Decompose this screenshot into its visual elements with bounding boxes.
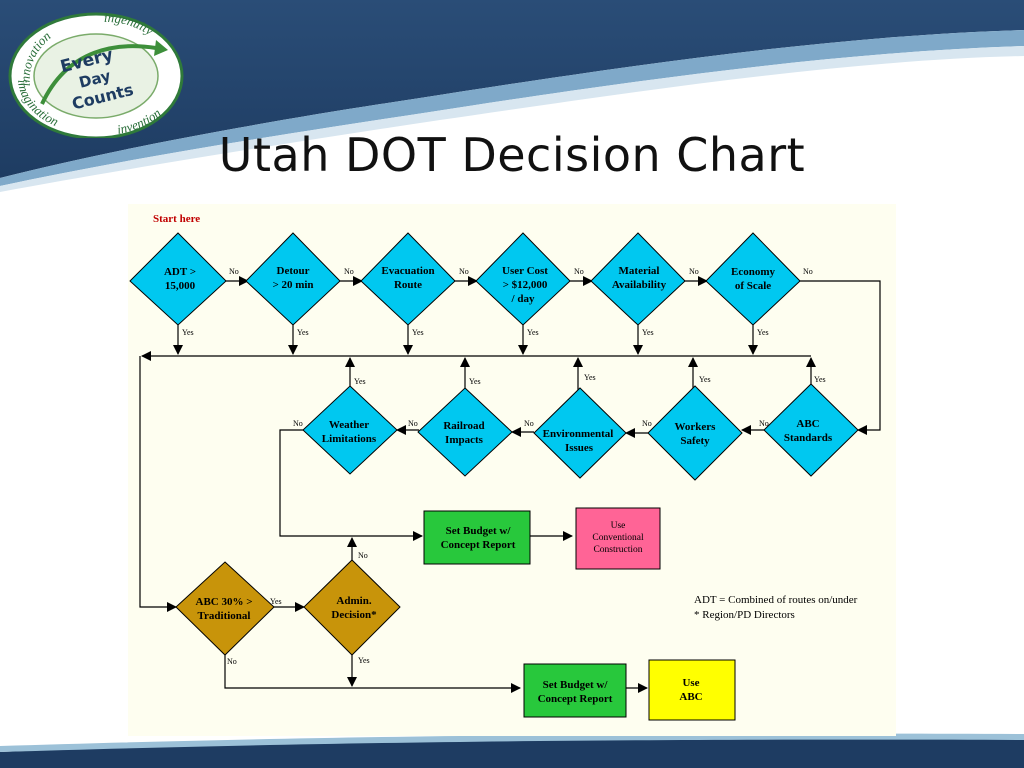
edge-label-yes: Yes [699,375,711,384]
edge-label-no: No [459,267,469,276]
decision-abc30-line1: ABC 30% > [196,596,253,608]
decision-workers-line1: Workers [675,421,717,433]
decision-weather-limitations [302,385,398,475]
decision-admin-line1: Admin. [336,595,371,607]
logo-arrowhead-icon [154,40,168,56]
decision-admin [303,559,401,656]
decision-admin-line2: Decision* [331,609,377,621]
use-conventional-line2: Conventional [592,533,644,543]
edge-label-no: No [227,657,237,666]
edge-label-yes: Yes [642,328,654,337]
connector-to-abc30 [139,356,177,612]
decision-economy-line1: Economy [731,266,776,278]
edge-label-yes: Yes [270,597,282,606]
every-day-counts-logo: innovation ingenuity imagination inventi… [8,10,184,138]
decision-adt-line1: ADT > [164,266,196,278]
logo-arrow-icon [40,44,157,105]
edge-label-yes: Yes [358,656,370,665]
edge-label-yes: Yes [469,377,481,386]
edge-label-yes: Yes [757,328,769,337]
edge-label-no: No [524,419,534,428]
decision-weather-line2: Limitations [322,433,377,445]
edge-label-no: No [358,551,368,560]
set-budget-2-line2: Concept Report [538,693,613,705]
footer-band-light [0,733,1024,752]
decision-usercost-line1: User Cost [502,265,548,277]
use-conventional-box [575,507,661,570]
edge-label-no: No [408,419,418,428]
decision-environmental-line1: Environmental [543,428,614,440]
decision-evac-line2: Route [394,279,422,291]
decision-user-cost [475,232,571,326]
decision-railroad-impacts [417,387,513,477]
set-budget-box-2 [523,663,627,718]
header-wave [0,0,1024,178]
connector-to-budget-1 [279,429,423,541]
decision-usercost-line2: > $12,000 [503,279,548,291]
edge-label-no: No [574,267,584,276]
edge-label-yes: Yes [412,328,424,337]
decision-abc-standards-line2: Standards [784,432,833,444]
edge-label-no: No [759,419,769,428]
edge-label-yes: Yes [297,328,309,337]
decision-railroad-line1: Railroad [443,420,484,432]
use-conventional-line1: Use [611,521,626,531]
decision-detour-line2: > 20 min [272,279,313,291]
decision-economy-line2: of Scale [735,280,771,292]
decision-material-availability [590,232,686,326]
decision-abc30 [175,561,275,656]
use-abc-box [648,659,736,721]
connector-to-abc-standards [800,280,881,435]
decision-detour-line1: Detour [277,265,310,277]
edge-label-no: No [689,267,699,276]
header-wave-pale [0,46,1024,192]
decision-adt [129,232,227,326]
start-label: Start here [153,213,200,225]
decision-usercost-line3: / day [511,293,535,305]
connector-to-budget-2 [224,655,521,693]
decision-economy-of-scale [705,232,801,326]
decision-abc-standards-line1: ABC [796,418,819,430]
set-budget-box-1 [423,510,531,565]
decision-evac-line1: Evacuation [381,265,434,277]
decision-weather-line1: Weather [329,419,369,431]
decision-workers-line2: Safety [680,435,710,447]
decision-evacuation-route [360,232,456,326]
edge-label-yes: Yes [182,328,194,337]
decision-material-line2: Availability [612,279,667,291]
use-conventional-line3: Construction [593,545,642,555]
slide-title: Utah DOT Decision Chart [218,128,806,182]
edge-label-yes: Yes [527,328,539,337]
use-abc-line2: ABC [679,691,702,703]
edge-label-yes: Yes [354,377,366,386]
set-budget-2-line1: Set Budget w/ [543,679,609,691]
decision-railroad-line2: Impacts [445,434,484,446]
header-wave-light [0,30,1024,186]
edge-label-no: No [293,419,303,428]
edge-label-yes: Yes [584,373,596,382]
decision-detour [245,232,341,326]
set-budget-1-line2: Concept Report [441,539,516,551]
edge-label-no: No [803,267,813,276]
decision-workers-safety [647,385,743,481]
set-budget-1-line1: Set Budget w/ [446,525,512,537]
note-directors: * Region/PD Directors [694,609,795,621]
note-adt: ADT = Combined of routes on/under [694,594,858,606]
edge-label-no: No [229,267,239,276]
decision-material-line1: Material [619,265,660,277]
decision-adt-line2: 15,000 [165,280,196,292]
decision-flowchart: Start here [128,204,896,736]
decision-environmental-issues [533,387,627,479]
use-abc-line1: Use [682,677,699,689]
decision-environmental-line2: Issues [565,442,594,454]
decision-abc30-line2: Traditional [198,610,251,622]
edge-label-no: No [344,267,354,276]
decision-abc-standards [763,383,859,477]
edge-label-yes: Yes [814,375,826,384]
edge-label-no: No [642,419,652,428]
